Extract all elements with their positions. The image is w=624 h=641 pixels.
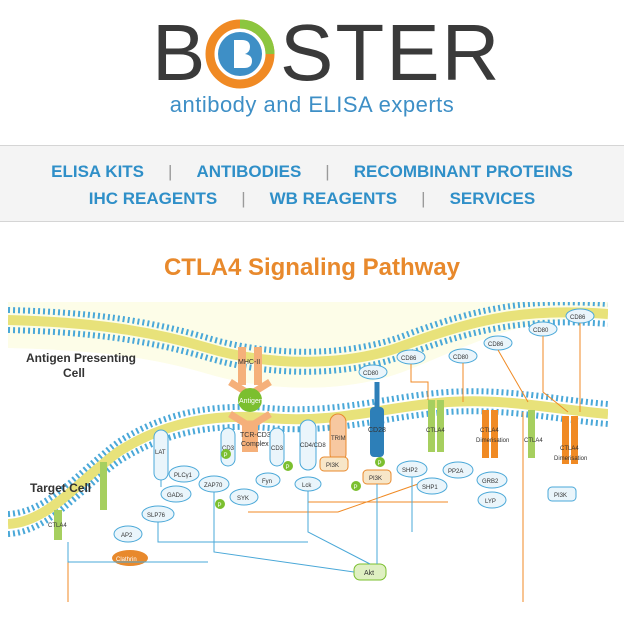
ctla4-receptors: CTLA4 CTLA4 Dimerisation CTLA4 CTLA4 Dim… [48, 400, 587, 540]
nav-services[interactable]: SERVICES [449, 189, 536, 208]
target-label: Target Cell [30, 481, 91, 495]
svg-text:LAT: LAT [155, 450, 166, 456]
svg-text:CD28: CD28 [368, 427, 386, 434]
svg-text:SHP2: SHP2 [402, 468, 418, 474]
nav-row-1: ELISA KITS | ANTIBODIES | RECOMBINANT PROTEI… [0, 162, 624, 182]
svg-text:CD4/CD8: CD4/CD8 [300, 443, 326, 449]
nav-separator: | [241, 189, 246, 208]
svg-text:CD3: CD3 [271, 446, 284, 452]
ctla4-pathway-diagram: Antigen Presenting Cell Target Cell MHC-… [8, 302, 608, 609]
svg-text:P: P [224, 453, 228, 459]
nav-antibodies[interactable]: ANTIBODIES [196, 162, 302, 181]
svg-text:PI3K: PI3K [554, 493, 567, 499]
svg-text:Clathrin: Clathrin [116, 557, 137, 563]
svg-text:P: P [378, 461, 382, 467]
brand-tagline: antibody and ELISA experts [169, 92, 455, 117]
svg-text:Fyn: Fyn [262, 479, 272, 485]
nav-ihc-reagents[interactable]: IHC REAGENTS [88, 189, 218, 208]
nav-wb-reagents[interactable]: WB REAGENTS [269, 189, 398, 208]
svg-text:AP2: AP2 [121, 533, 133, 539]
mhc-receptor: MHC-II Antigen TCR-CD3 Complex [228, 347, 272, 452]
pi3k-node-1 [319, 456, 349, 472]
phospho-markers: P P P P P [215, 449, 385, 509]
svg-text:TCR-CD3: TCR-CD3 [240, 432, 271, 439]
svg-text:LYP: LYP [485, 499, 496, 505]
nav-recombinant-proteins[interactable]: RECOMBINANT PROTEINS [353, 162, 573, 181]
svg-text:CD86: CD86 [570, 315, 586, 321]
svg-text:P: P [218, 503, 222, 509]
svg-text:PLCγ1: PLCγ1 [174, 473, 193, 479]
svg-text:GADs: GADs [167, 493, 183, 499]
svg-text:TRIM: TRIM [331, 436, 346, 442]
svg-text:Complex: Complex [241, 441, 269, 448]
svg-text:PI3K: PI3K [326, 463, 339, 469]
svg-text:CD86: CD86 [488, 342, 504, 348]
logo-ring-icon [205, 19, 275, 89]
svg-text:ZAP70: ZAP70 [204, 483, 223, 489]
svg-text:CTLA4: CTLA4 [480, 428, 499, 434]
nav-elisa-kits[interactable]: ELISA KITS [51, 162, 145, 181]
svg-text:P: P [354, 485, 358, 491]
svg-text:CTLA4: CTLA4 [426, 428, 445, 434]
svg-text:Akt: Akt [364, 570, 374, 577]
nav-separator: | [325, 162, 330, 181]
svg-text:SLP76: SLP76 [147, 513, 166, 519]
apc-label-line2: Cell [63, 366, 85, 380]
svg-text:CD80: CD80 [533, 328, 549, 334]
cd3-right [269, 427, 285, 467]
apc-label-line1: Antigen Presenting [26, 351, 136, 365]
nav-row-2: IHC REAGENTS | WB REAGENTS | SERVICES [0, 189, 624, 209]
svg-text:CD3: CD3 [222, 446, 235, 452]
svg-text:CD80: CD80 [363, 371, 379, 377]
svg-text:Dimerisation: Dimerisation [554, 456, 587, 462]
ligand-ovals [358, 308, 595, 380]
svg-text:PI3K: PI3K [369, 476, 382, 482]
svg-text:CTLA4: CTLA4 [560, 446, 579, 452]
svg-text:CD80: CD80 [453, 355, 469, 361]
svg-text:P: P [286, 465, 290, 471]
svg-text:CTLA4: CTLA4 [48, 523, 67, 529]
svg-text:CD86: CD86 [401, 356, 417, 362]
nav-separator: | [168, 162, 173, 181]
svg-text:PP2A: PP2A [448, 469, 463, 475]
antigen-node [238, 388, 262, 412]
site-header: B STER antibody and ELISA experts [0, 0, 624, 145]
svg-text:Antigen: Antigen [239, 398, 263, 405]
main-nav: ELISA KITS | ANTIBODIES | RECOMBINANT PROTEI… [0, 145, 624, 222]
svg-text:SHP1: SHP1 [422, 485, 438, 491]
nav-separator: | [421, 189, 426, 208]
svg-text:MHC-II: MHC-II [238, 359, 260, 366]
cd28-node [370, 407, 384, 457]
svg-text:CTLA4: CTLA4 [524, 438, 543, 444]
svg-text:SYK: SYK [237, 496, 249, 502]
page-title: CTLA4 Signaling Pathway [163, 254, 461, 281]
boster-logo[interactable]: B STER [150, 8, 502, 98]
pi3k-node-3 [547, 486, 577, 502]
logo-text: B STER [152, 8, 502, 97]
svg-text:Dimerisation: Dimerisation [476, 438, 509, 444]
svg-text:GRB2: GRB2 [482, 479, 499, 485]
svg-text:Lck: Lck [302, 483, 312, 489]
intracellular-nodes [113, 429, 508, 543]
cd4-cd8 [299, 419, 317, 471]
